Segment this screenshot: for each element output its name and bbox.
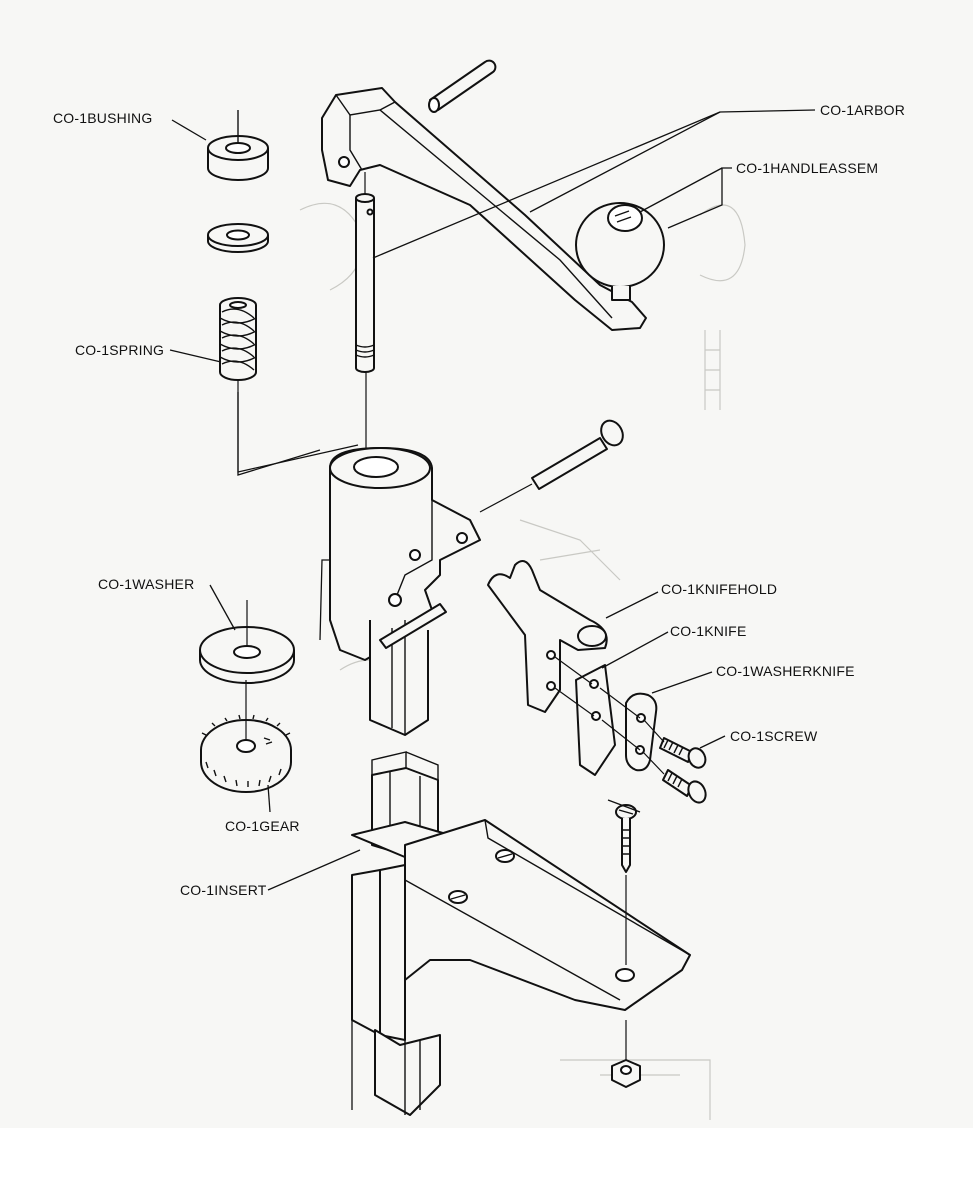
body-pin-part bbox=[479, 419, 624, 513]
bolt-part bbox=[615, 804, 637, 1060]
washerknife-part bbox=[599, 687, 658, 772]
bushing-part bbox=[207, 110, 269, 181]
label-handle: CO-1HANDLEASSEM bbox=[736, 160, 879, 176]
label-bushing: CO-1BUSHING bbox=[53, 110, 153, 126]
small-washer-part bbox=[207, 223, 269, 253]
label-knife: CO-1KNIFE bbox=[670, 623, 747, 639]
screw-parts bbox=[642, 719, 707, 804]
arbor-shaft-part bbox=[355, 172, 375, 488]
housing-part bbox=[319, 447, 481, 736]
knife-part bbox=[554, 656, 616, 776]
gear-part bbox=[200, 680, 292, 793]
page-margin bbox=[0, 1128, 973, 1200]
handle-part bbox=[321, 59, 665, 331]
label-washerknife: CO-1WASHERKNIFE bbox=[716, 663, 855, 679]
washer-part bbox=[199, 600, 295, 684]
spring-part bbox=[219, 297, 257, 381]
label-spring: CO-1SPRING bbox=[75, 342, 165, 358]
label-gear: CO-1GEAR bbox=[225, 818, 300, 834]
label-washer: CO-1WASHER bbox=[98, 576, 195, 592]
label-knifehold: CO-1KNIFEHOLD bbox=[661, 581, 778, 597]
label-screw: CO-1SCREW bbox=[730, 728, 818, 744]
label-insert: CO-1INSERT bbox=[180, 882, 267, 898]
leader-lines bbox=[169, 109, 816, 891]
nut-part bbox=[611, 1059, 641, 1088]
label-arbor: CO-1ARBOR bbox=[820, 102, 906, 118]
knifehold-part bbox=[487, 560, 608, 713]
base-part bbox=[351, 819, 691, 1116]
